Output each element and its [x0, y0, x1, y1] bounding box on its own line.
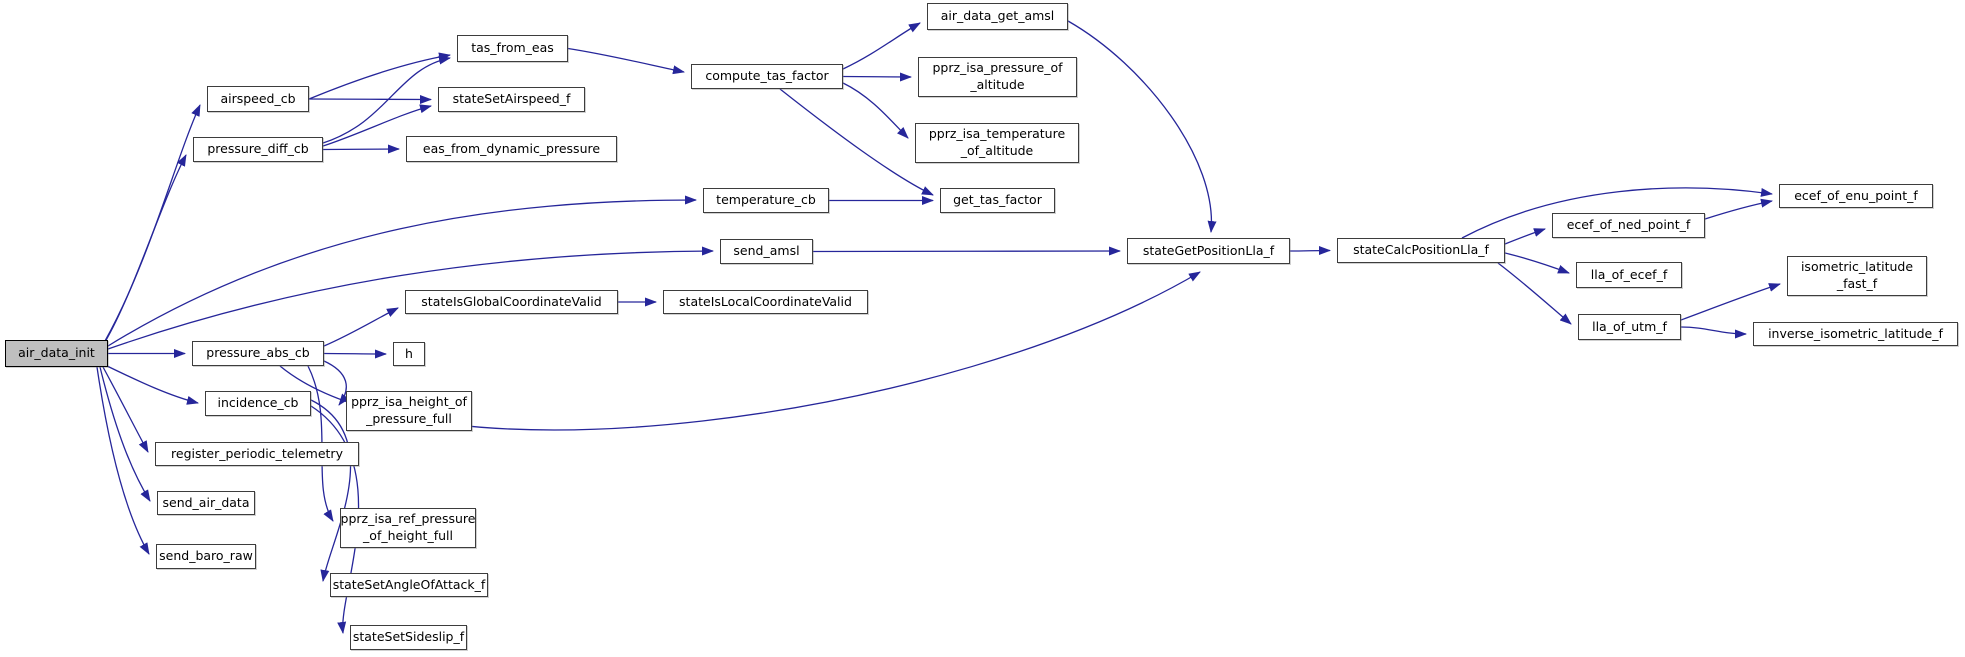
- node-lla_of_utm_f[interactable]: lla_of_utm_f: [1578, 314, 1681, 340]
- node-ecef_of_ned_point_f[interactable]: ecef_of_ned_point_f: [1552, 213, 1705, 238]
- edge-air_data_get_amsl-stateGetPositionLla_f: [1067, 20, 1217, 233]
- node-pprz_isa_height_of_pressure_full[interactable]: pprz_isa_height_of _pressure_full: [346, 391, 472, 431]
- node-send_baro_raw[interactable]: send_baro_raw: [156, 544, 256, 569]
- node-h[interactable]: h: [393, 342, 425, 366]
- node-stateIsLocalCoordinateValid[interactable]: stateIsLocalCoordinateValid: [663, 290, 868, 314]
- edge-stateCalcPositionLla_f-lla_of_ecef_f: [1504, 252, 1570, 274]
- node-pressure_abs_cb[interactable]: pressure_abs_cb: [192, 341, 324, 366]
- edge-compute_tas_factor-air_data_get_amsl: [842, 22, 921, 70]
- edge-air_data_init-incidence_cb: [104, 364, 199, 405]
- node-ecef_of_enu_point_f[interactable]: ecef_of_enu_point_f: [1779, 184, 1933, 208]
- edge-air_data_init-send_amsl: [107, 246, 714, 350]
- node-pprz_isa_ref_pressure_of_height_full[interactable]: pprz_isa_ref_pressure _of_height_full: [340, 508, 476, 548]
- node-pressure_diff_cb[interactable]: pressure_diff_cb: [193, 137, 323, 162]
- node-inverse_isometric_latitude_f[interactable]: inverse_isometric_latitude_f: [1753, 322, 1958, 346]
- edge-pressure_abs_cb-h: [323, 349, 387, 359]
- edge-air_data_init-send_air_data: [99, 366, 151, 502]
- node-temperature_cb[interactable]: temperature_cb: [703, 188, 829, 213]
- node-stateSetSideslip_f[interactable]: stateSetSideslip_f: [350, 625, 467, 650]
- edge-stateCalcPositionLla_f-ecef_of_ned_point_f: [1504, 228, 1546, 245]
- node-stateSetAirspeed_f[interactable]: stateSetAirspeed_f: [438, 87, 585, 112]
- edge-lla_of_utm_f-inverse_isometric_latitude_f: [1680, 326, 1747, 339]
- edge-pressure_diff_cb-tas_from_eas: [322, 55, 451, 144]
- node-send_air_data[interactable]: send_air_data: [157, 491, 255, 515]
- node-air_data_init[interactable]: air_data_init: [5, 340, 108, 367]
- edge-lla_of_utm_f-isometric_latitude_fast_f: [1680, 283, 1781, 321]
- node-stateCalcPositionLla_f[interactable]: stateCalcPositionLla_f: [1337, 238, 1505, 263]
- edge-air_data_init-temperature_cb: [107, 195, 697, 347]
- edge-compute_tas_factor-get_tas_factor: [779, 88, 934, 196]
- node-register_periodic_telemetry[interactable]: register_periodic_telemetry: [155, 442, 359, 466]
- node-lla_of_ecef_f[interactable]: lla_of_ecef_f: [1576, 262, 1682, 288]
- edge-airspeed_cb-stateSetAirspeed_f: [308, 94, 432, 104]
- edge-air_data_init-send_baro_raw: [96, 366, 150, 555]
- edge-compute_tas_factor-pprz_isa_pressure_of_altitude: [842, 72, 912, 82]
- edge-incidence_cb-stateSetAngleOfAttack_f: [310, 399, 352, 582]
- edge-send_amsl-stateGetPositionLla_f: [812, 246, 1121, 256]
- node-stateGetPositionLla_f[interactable]: stateGetPositionLla_f: [1127, 238, 1290, 264]
- edge-stateCalcPositionLla_f-ecef_of_enu_point_f: [1461, 187, 1773, 239]
- node-pprz_isa_pressure_of_altitude[interactable]: pprz_isa_pressure_of _altitude: [918, 57, 1077, 97]
- node-isometric_latitude_fast_f[interactable]: isometric_latitude _fast_f: [1787, 256, 1927, 296]
- node-pprz_isa_temperature_of_altitude[interactable]: pprz_isa_temperature _of_altitude: [915, 123, 1079, 163]
- node-air_data_get_amsl[interactable]: air_data_get_amsl: [927, 3, 1068, 30]
- edge-tas_from_eas-compute_tas_factor: [567, 47, 685, 75]
- edge-airspeed_cb-tas_from_eas: [308, 52, 451, 100]
- node-tas_from_eas[interactable]: tas_from_eas: [457, 35, 568, 62]
- node-airspeed_cb[interactable]: airspeed_cb: [207, 86, 309, 112]
- node-stateIsGlobalCoordinateValid[interactable]: stateIsGlobalCoordinateValid: [405, 290, 618, 314]
- node-incidence_cb[interactable]: incidence_cb: [205, 391, 311, 416]
- edge-pressure_abs_cb-stateIsGlobalCoordinateValid: [323, 307, 399, 347]
- edge-ecef_of_ned_point_f-ecef_of_enu_point_f: [1704, 198, 1773, 220]
- node-send_amsl[interactable]: send_amsl: [720, 239, 813, 264]
- node-compute_tas_factor[interactable]: compute_tas_factor: [691, 64, 843, 89]
- edge-compute_tas_factor-pprz_isa_temperature_of_altitude: [842, 82, 909, 139]
- node-get_tas_factor[interactable]: get_tas_factor: [940, 188, 1055, 213]
- edge-air_data_init-pressure_diff_cb: [104, 154, 187, 343]
- edge-pressure_diff_cb-eas_from_dynamic_pressure: [322, 144, 400, 154]
- edge-stateCalcPositionLla_f-lla_of_utm_f: [1497, 262, 1572, 325]
- edge-pressure_diff_cb-stateSetAirspeed_f: [322, 104, 432, 147]
- edge-air_data_init-register_periodic_telemetry: [102, 366, 149, 453]
- node-eas_from_dynamic_pressure[interactable]: eas_from_dynamic_pressure: [406, 136, 617, 162]
- edge-stateGetPositionLla_f-stateCalcPositionLla_f: [1289, 246, 1331, 256]
- node-stateSetAngleOfAttack_f[interactable]: stateSetAngleOfAttack_f: [330, 573, 488, 597]
